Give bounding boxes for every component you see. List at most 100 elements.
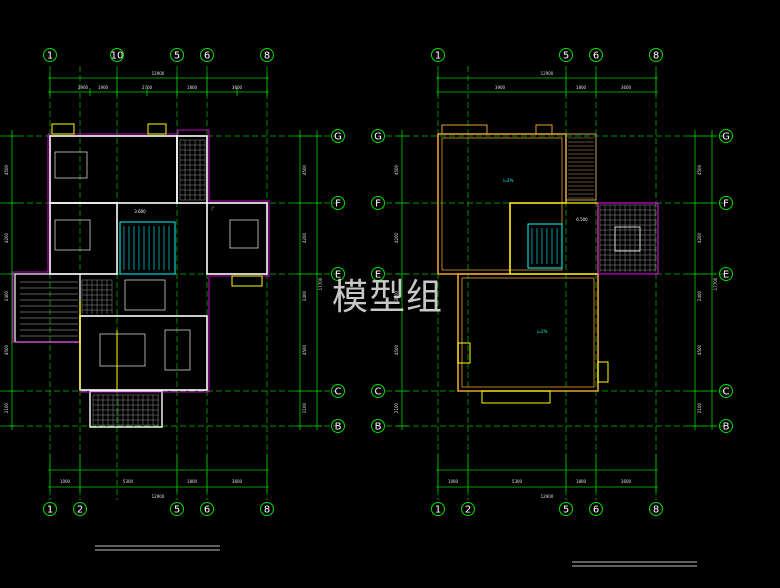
axis-bubble-label: 5 bbox=[563, 51, 569, 62]
axis-bubble-circle bbox=[371, 129, 385, 143]
axis-bubble-circle bbox=[719, 129, 733, 143]
axis-bubble-circle bbox=[559, 48, 573, 62]
axis-bubble-label: 8 bbox=[264, 51, 270, 62]
top-dimension-text: 1800 bbox=[576, 85, 587, 90]
axis-bubble-label: 5 bbox=[174, 51, 180, 62]
axis-bubble-right: B bbox=[719, 419, 733, 433]
floor-elevation-text: 3.600 bbox=[134, 209, 146, 214]
axis-bubble-right: F bbox=[331, 196, 345, 210]
axis-bubble-circle bbox=[371, 419, 385, 433]
left-dimension-text: 2400 bbox=[394, 290, 399, 301]
axis-bubble-bottom: 1 bbox=[43, 502, 57, 516]
axis-bubble-left: B bbox=[371, 419, 385, 433]
bath-tile-pattern bbox=[179, 139, 206, 201]
axis-bubble-circle bbox=[649, 502, 663, 516]
left-dimension-text: 2400 bbox=[4, 290, 9, 301]
right-dimension-text: 4500 bbox=[302, 344, 307, 355]
master-bed bbox=[99, 333, 146, 367]
axis-bubble-label: E bbox=[375, 270, 381, 281]
axis-bubble-circle bbox=[371, 384, 385, 398]
axis-bubble-top: 1 bbox=[431, 48, 445, 62]
axis-bubble-right: C bbox=[719, 384, 733, 398]
axis-bubble-label: C bbox=[375, 387, 382, 398]
bottom-dimension-text: 5300 bbox=[512, 479, 523, 484]
axis-bubble-circle bbox=[331, 419, 345, 433]
axis-bubble-top: 5 bbox=[170, 48, 184, 62]
axis-bubble-label: 1 bbox=[47, 505, 53, 516]
axis-bubble-right: G bbox=[331, 129, 345, 143]
axis-bubble-top: 8 bbox=[649, 48, 663, 62]
axis-bubble-right: G bbox=[719, 129, 733, 143]
axis-bubble-label: F bbox=[335, 199, 341, 210]
axis-bubble-label: 2 bbox=[77, 505, 83, 516]
left-dimension-text: 2100 bbox=[4, 402, 9, 413]
right-dimension-text: 4500 bbox=[302, 164, 307, 175]
axis-bubble-bottom: 6 bbox=[589, 502, 603, 516]
slope-label: i=2% bbox=[537, 329, 548, 334]
vent-top bbox=[535, 124, 553, 135]
right-dimension-text: 4200 bbox=[302, 232, 307, 243]
axis-bubble-top: 1 bbox=[43, 48, 57, 62]
axis-bubble-left: F bbox=[371, 196, 385, 210]
axis-bubble-label: G bbox=[334, 132, 342, 143]
axis-bubble-top: 10 bbox=[110, 48, 124, 62]
axis-bubble-label: E bbox=[335, 270, 341, 281]
axis-bubble-circle bbox=[719, 267, 733, 281]
axis-bubble-circle bbox=[331, 129, 345, 143]
left-dimension-text: 4500 bbox=[394, 164, 399, 175]
axis-bubble-bottom: 2 bbox=[73, 502, 87, 516]
axis-bubble-top: 5 bbox=[559, 48, 573, 62]
axis-bubble-right: B bbox=[331, 419, 345, 433]
axis-bubble-label: 1 bbox=[435, 51, 441, 62]
bottom-dimension-text: 1000 bbox=[448, 479, 459, 484]
axis-bubble-label: 6 bbox=[593, 51, 599, 62]
axis-bubble-circle bbox=[719, 384, 733, 398]
axis-bubble-right: E bbox=[331, 267, 345, 281]
top-dimension-text: 3900 bbox=[495, 85, 506, 90]
axis-bubble-label: 8 bbox=[653, 51, 659, 62]
bed-3 bbox=[229, 219, 259, 249]
right-dimension-text: 2400 bbox=[302, 290, 307, 301]
axis-bubble-circle bbox=[260, 502, 274, 516]
axis-bubble-circle bbox=[260, 48, 274, 62]
axis-bubble-circle bbox=[170, 502, 184, 516]
top-dimension-text: 1800 bbox=[187, 85, 198, 90]
patio-table bbox=[614, 226, 641, 252]
left-dimension-text: 4200 bbox=[4, 232, 9, 243]
right-dimension-text: 2100 bbox=[302, 402, 307, 413]
axis-bubble-label: G bbox=[722, 132, 730, 143]
left-dimension-text: 4500 bbox=[4, 344, 9, 355]
column-pattern bbox=[211, 206, 215, 211]
entry-steps bbox=[481, 390, 551, 404]
top-total-dimension-text: 12900 bbox=[541, 71, 554, 76]
axis-bubble-circle bbox=[73, 502, 87, 516]
axis-bubble-bottom: 6 bbox=[200, 502, 214, 516]
axis-bubble-circle bbox=[461, 502, 475, 516]
axis-bubble-label: 5 bbox=[174, 505, 180, 516]
right-roof-plan bbox=[437, 124, 659, 404]
left-dimension-text: 4200 bbox=[394, 232, 399, 243]
bathroom-fixtures bbox=[124, 279, 166, 311]
axis-bubble-bottom: 5 bbox=[559, 502, 573, 516]
right-total-dimension-text: 17700 bbox=[318, 277, 323, 290]
top-dimension-text: 2900 bbox=[78, 85, 89, 90]
axis-bubble-label: 5 bbox=[563, 505, 569, 516]
top-dimension-text: 3600 bbox=[621, 85, 632, 90]
axis-bubble-circle bbox=[431, 502, 445, 516]
roof-lower bbox=[457, 273, 599, 392]
bottom-total-dimension-text: 12900 bbox=[541, 494, 554, 499]
axis-bubble-label: B bbox=[375, 422, 382, 433]
axis-bubble-right: E bbox=[719, 267, 733, 281]
stair-left bbox=[119, 221, 176, 275]
axis-bubble-left: G bbox=[371, 129, 385, 143]
outline-polyline bbox=[12, 129, 270, 393]
axis-bubble-label: 6 bbox=[593, 505, 599, 516]
axis-bubble-label: B bbox=[723, 422, 730, 433]
axis-bubble-left: E bbox=[371, 267, 385, 281]
bottom-dimension-text: 1000 bbox=[60, 479, 71, 484]
axis-bubble-right: C bbox=[331, 384, 345, 398]
axis-bubble-circle bbox=[371, 267, 385, 281]
right-dimension-text: 2100 bbox=[697, 402, 702, 413]
axis-bubble-circle bbox=[170, 48, 184, 62]
